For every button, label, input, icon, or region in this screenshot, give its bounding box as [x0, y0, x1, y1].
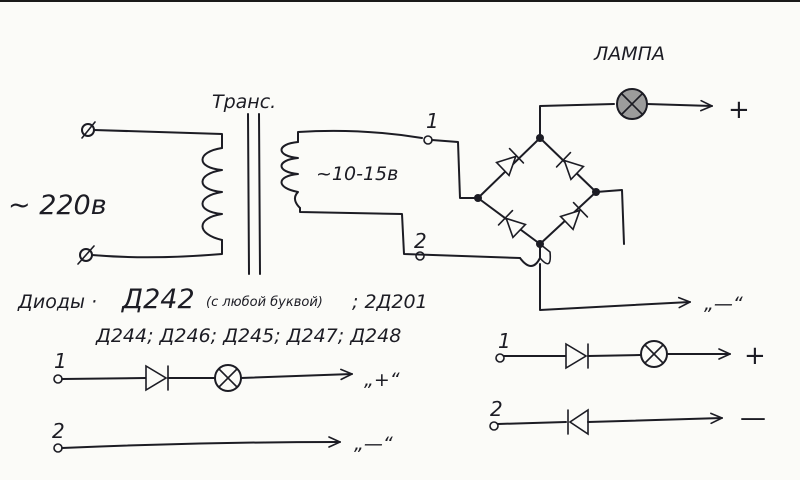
diodes-note: Диоды · Д242 (с любой буквой) ; 2Д201 Д2…	[17, 284, 428, 347]
primary-winding	[201, 147, 223, 241]
terminal-1	[423, 135, 433, 145]
bridge-rectifier	[474, 134, 600, 248]
mains-input	[77, 121, 223, 265]
terminal-2-label: 2	[414, 229, 427, 253]
example-right-minus: 2 —	[489, 397, 766, 436]
secondary-voltage-label: ~10-15в	[316, 163, 398, 185]
bridge-diode-top-right	[555, 151, 585, 181]
bridge-diode-top-left	[495, 147, 525, 177]
example-right-diode-forward	[565, 342, 588, 370]
example-right-terminal-2	[489, 421, 499, 431]
example-right-terminal-1-label: 1	[498, 329, 511, 353]
example-left-minus: 2 „—“	[52, 419, 393, 455]
lamp-plus-label: +	[728, 95, 750, 125]
diodes-line2: Д244; Д246; Д245; Д247; Д248	[95, 325, 401, 347]
transformer	[201, 113, 521, 275]
diodes-paren: (с любой буквой)	[206, 295, 323, 310]
example-right-minus-label: —	[740, 403, 766, 433]
bridge-minus-label: „—“	[704, 293, 743, 315]
example-right-plus: 1 +	[495, 329, 766, 371]
terminal-1-label: 1	[426, 109, 439, 133]
example-right-terminal-1	[495, 353, 505, 363]
example-right-diode-reverse	[568, 408, 589, 436]
example-left-diode	[145, 364, 168, 392]
terminal-2	[415, 251, 425, 261]
diodes-suffix: ; 2Д201	[352, 291, 428, 313]
example-left-plus-label: „+“	[364, 369, 400, 391]
core-line-right	[258, 113, 261, 275]
example-left-terminal-1	[53, 374, 63, 384]
lamp-label: ЛАМПА	[593, 43, 665, 65]
core-line-left	[247, 113, 250, 275]
mains-voltage-label: ~ 220в	[8, 190, 107, 221]
secondary-winding	[280, 141, 301, 209]
bridge-diode-bottom-right	[559, 201, 589, 231]
transformer-label: Транс.	[212, 91, 276, 113]
example-left-terminal-2-label: 2	[52, 419, 65, 443]
diodes-prefix: Диоды ·	[17, 291, 97, 313]
example-left-minus-label: „—“	[354, 433, 393, 455]
example-right-plus-label: +	[744, 341, 766, 371]
example-right-terminal-2-label: 2	[490, 397, 503, 421]
bridge-diode-bottom-left	[497, 209, 527, 239]
diodes-main: Д242	[121, 284, 195, 315]
example-left-terminal-2	[53, 443, 63, 453]
example-left-terminal-1-label: 1	[54, 349, 67, 373]
example-left-plus: 1 „+“	[53, 349, 400, 392]
